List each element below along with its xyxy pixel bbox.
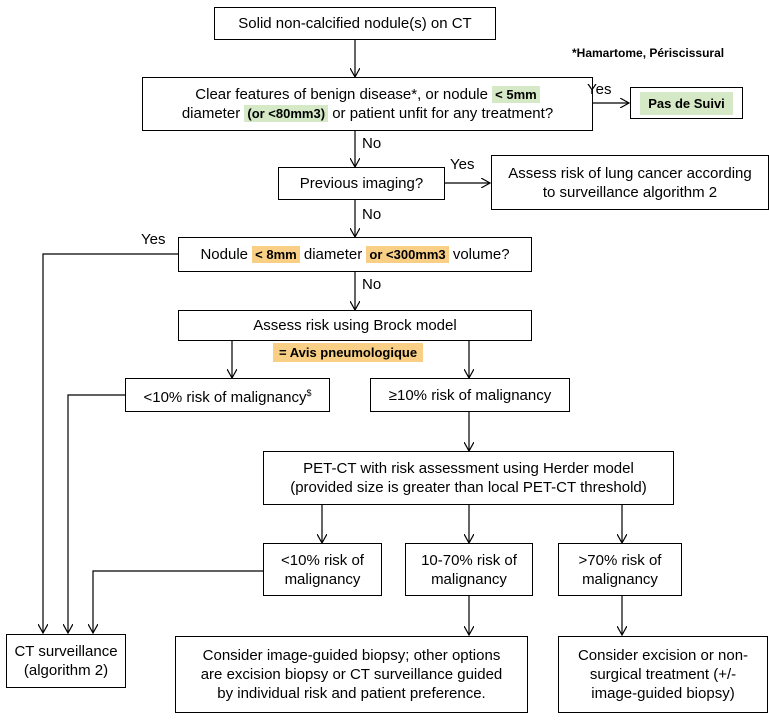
pet-mid-line2: malignancy (431, 570, 507, 588)
previous-imaging-box: Previous imaging? (278, 167, 445, 200)
arrow-low-to-ct (68, 394, 125, 632)
size-5mm-highlight: < 5mm (492, 86, 540, 103)
assess-alg2-line1: Assess risk of lung cancer according (508, 164, 752, 182)
no-follow-box: Pas de Suivi (630, 87, 743, 119)
pet-ct-box: PET-CT with risk assessment using Herder… (263, 451, 674, 505)
nodule-text-c: diameter (299, 246, 367, 263)
nodule-text-a: Nodule (200, 246, 253, 263)
benign-question-box: Clear features of benign disease*, or no… (142, 77, 593, 131)
pet-ct-line1: PET-CT with risk assessment using Herder… (303, 460, 634, 477)
high-risk-box: ≥10% risk of malignancy (370, 378, 570, 412)
pet-ct-line2: (provided size is greater than local PET… (290, 479, 647, 496)
low-risk-text: <10% risk of malignancy (143, 388, 307, 406)
pet-low-line1: <10% risk of (281, 551, 364, 569)
low-risk-box: <10% risk of malignancy$ (125, 378, 330, 412)
size-8mm-highlight: < 8mm (252, 246, 300, 263)
start-text: Solid non-calcified nodule(s) on CT (238, 15, 472, 32)
pet-high-risk-box: >70% risk of malignancy (558, 543, 682, 596)
benign-line2a: diameter (181, 105, 245, 122)
nodule-size-box: Nodule < 8mm diameter or <300mm3 volume? (178, 237, 532, 272)
benign-line2c: or patient unfit for any treatment? (328, 105, 554, 122)
biopsy-line1: Consider image-guided biopsy; other opti… (202, 647, 501, 664)
no-follow-text: Pas de Suivi (640, 91, 733, 115)
yes-label-benign: Yes (587, 81, 612, 98)
high-risk-text: ≥10% risk of malignancy (388, 386, 552, 404)
ct-surveillance-box: CT surveillance (algorithm 2) (6, 634, 126, 688)
biopsy-box: Consider image-guided biopsy; other opti… (175, 636, 528, 713)
volume-80-highlight: (or <80mm3) (244, 105, 329, 122)
no-label-benign: No (362, 135, 382, 152)
brock-text: Assess risk using Brock model (253, 317, 457, 334)
excision-box: Consider excision or non- surgical treat… (558, 636, 768, 713)
volume-300-highlight: or <300mm3 (366, 246, 449, 263)
yes-label-nodule: Yes (141, 231, 166, 248)
assess-alg2-box: Assess risk of lung cancer according to … (491, 155, 769, 210)
yes-label-previous: Yes (450, 156, 475, 173)
previous-imaging-text: Previous imaging? (299, 175, 424, 192)
pet-mid-risk-box: 10-70% risk of malignancy (405, 543, 533, 596)
arrow-petlow-to-ct (93, 570, 263, 632)
no-label-previous: No (362, 206, 382, 223)
pet-mid-line1: 10-70% risk of (421, 551, 517, 569)
pet-high-line2: malignancy (582, 570, 658, 588)
dollar-footnote-mark: $ (306, 387, 312, 398)
no-label-nodule: No (362, 276, 382, 293)
ct-surveillance-line1: CT surveillance (14, 643, 118, 660)
ct-surveillance-line2: (algorithm 2) (23, 662, 109, 679)
pet-low-risk-box: <10% risk of malignancy (263, 543, 382, 596)
biopsy-line2: are excision biopsy or CT surveillance g… (200, 666, 503, 683)
assess-alg2-line2: to surveillance algorithm 2 (542, 183, 718, 201)
start-box: Solid non-calcified nodule(s) on CT (214, 7, 496, 40)
pet-high-line1: >70% risk of (578, 551, 662, 569)
arrow-nodule-yes-to-ct (43, 253, 178, 632)
excision-line3: image-guided biopsy) (591, 685, 735, 702)
pet-low-line2: malignancy (284, 570, 361, 588)
excision-line1: Consider excision or non- (577, 647, 749, 664)
footnote: *Hamartome, Périscissural (572, 46, 725, 60)
benign-line1: Clear features of benign disease*, or no… (195, 86, 493, 103)
avis-pneumologique-tag: = Avis pneumologique (273, 343, 424, 362)
nodule-text-e: volume? (448, 246, 510, 263)
biopsy-line3: by individual risk and patient preferenc… (217, 685, 486, 702)
brock-box: Assess risk using Brock model (178, 310, 532, 341)
excision-line2: surgical treatment (+/- (589, 666, 737, 683)
